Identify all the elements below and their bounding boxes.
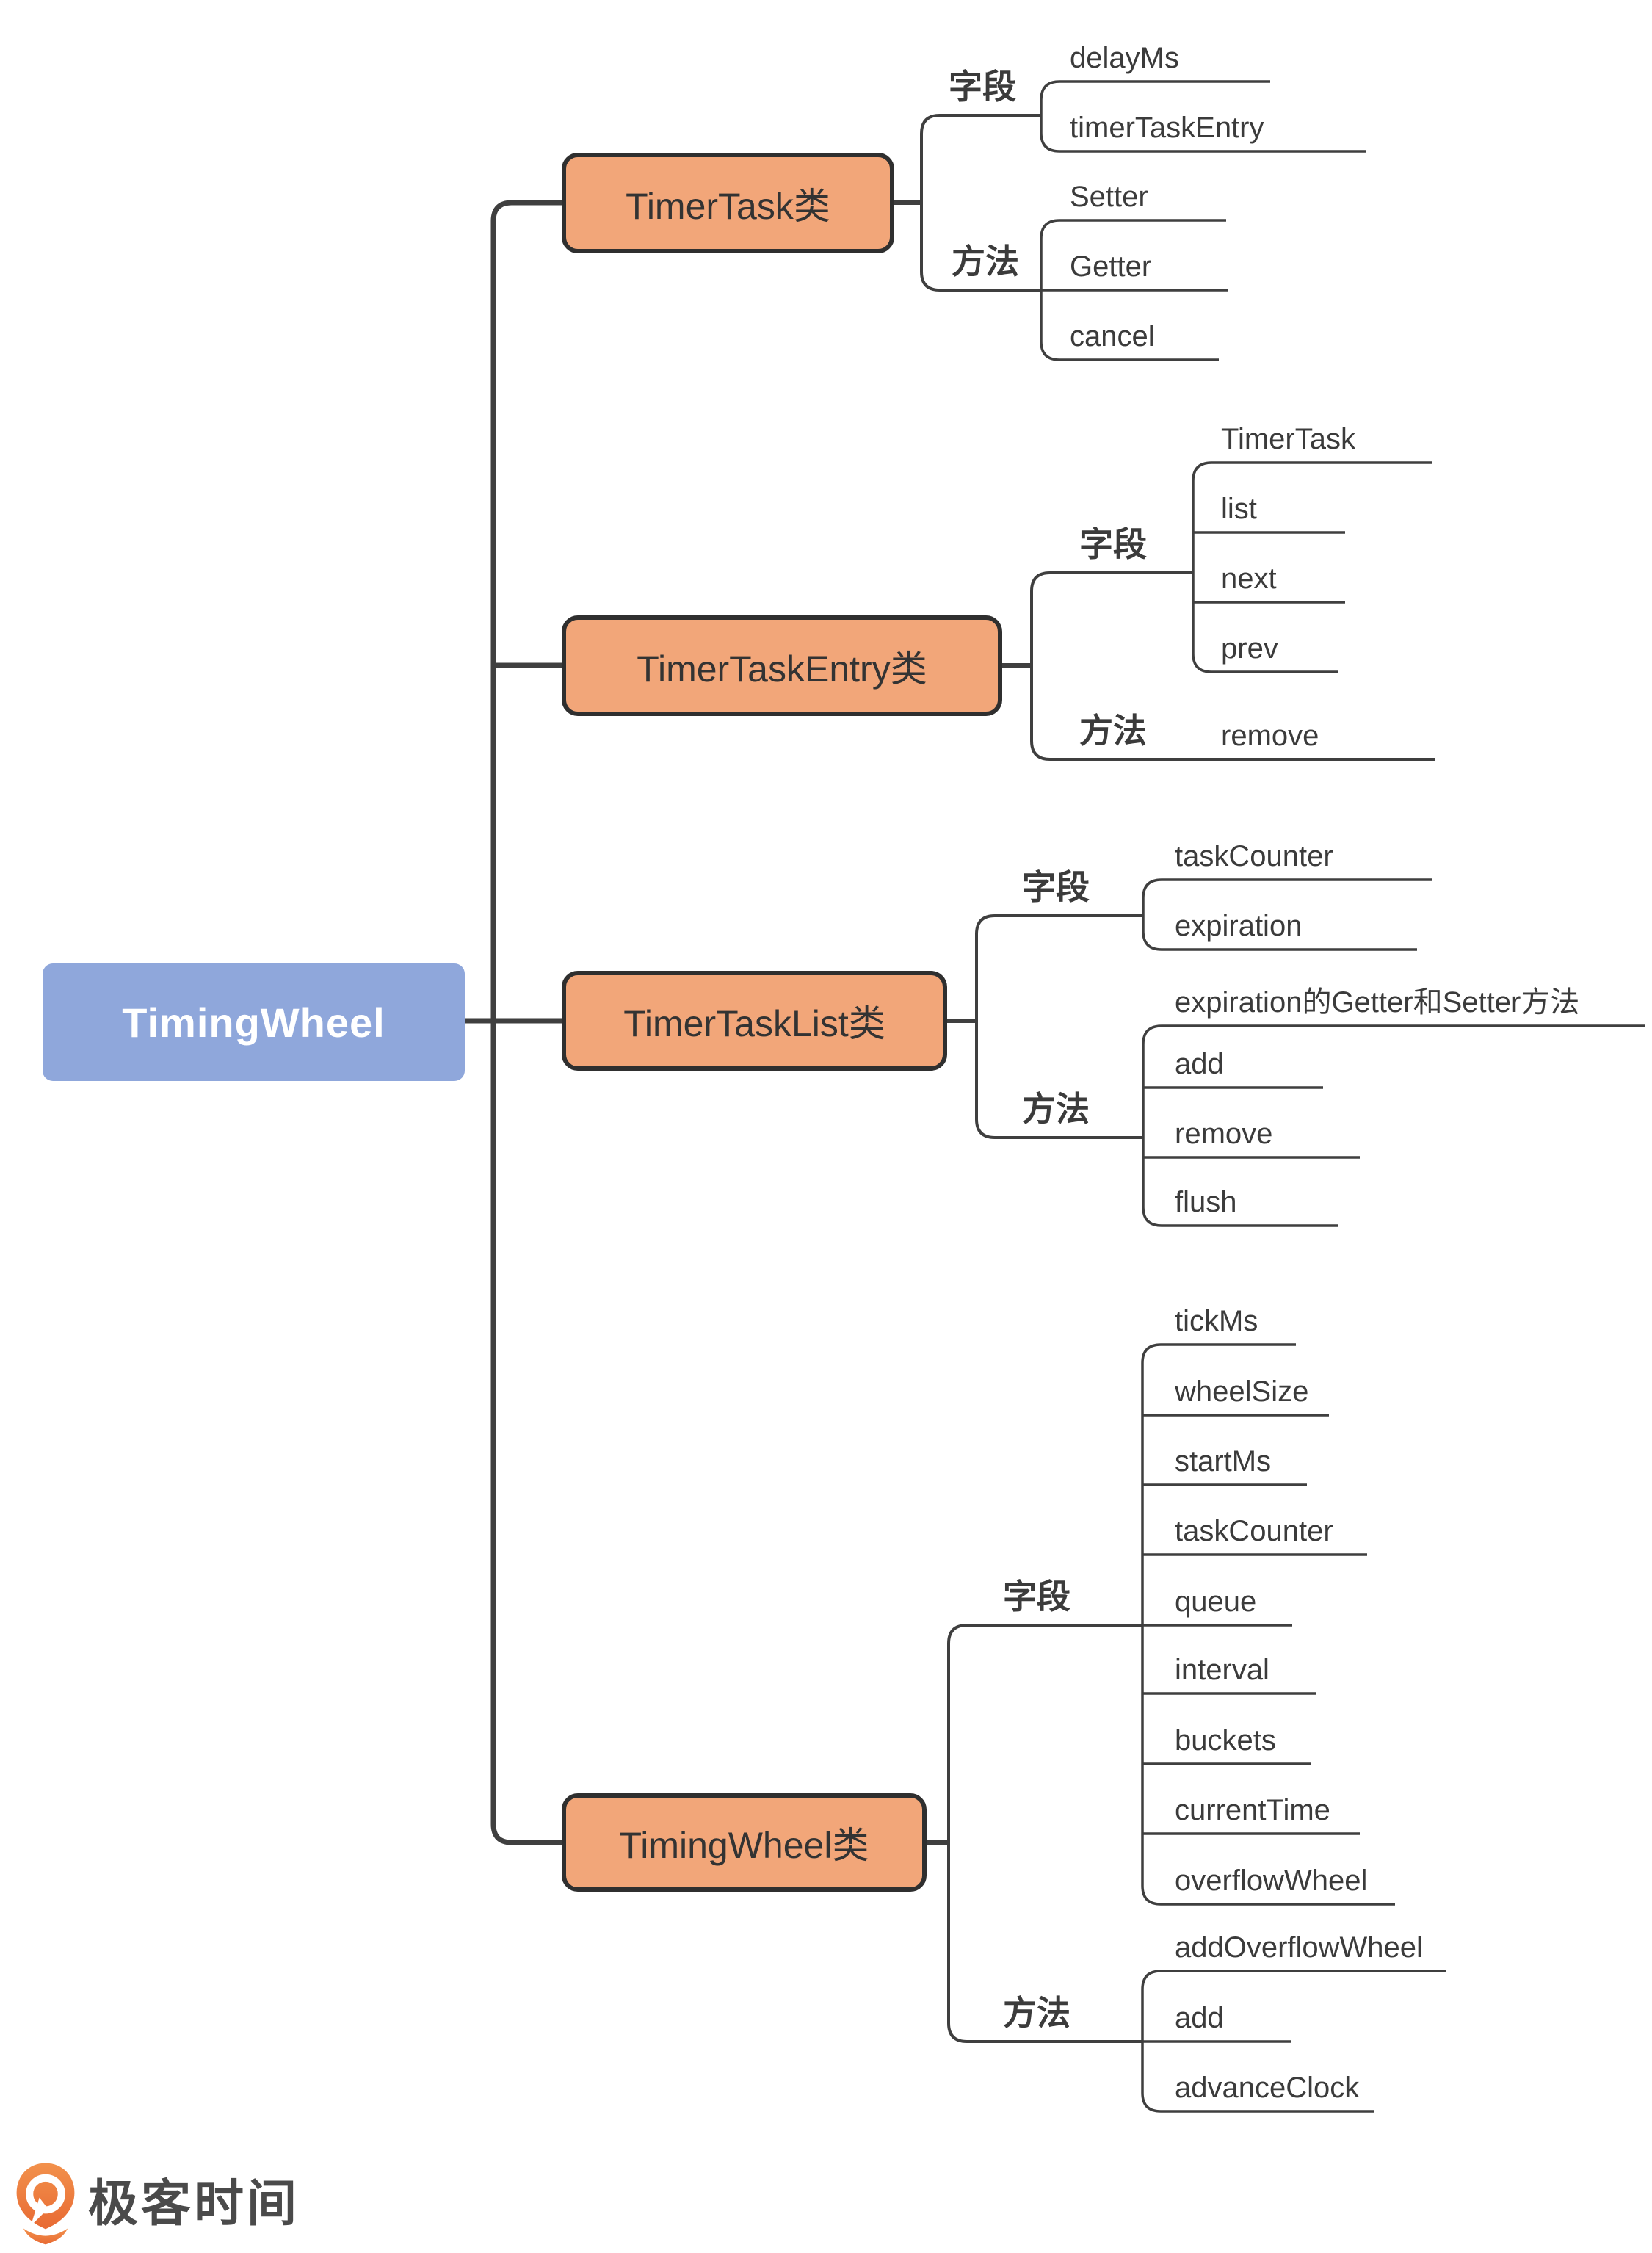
group-label-fields: 字段 xyxy=(1079,525,1147,563)
brand-logo-text: 极客时间 xyxy=(88,2175,300,2232)
branch-node-label: TimerTaskList类 xyxy=(623,1003,885,1044)
leaf-item: startMs xyxy=(1175,1445,1272,1478)
leaf-item: cancel xyxy=(1070,320,1155,352)
group-label-fields: 字段 xyxy=(949,68,1016,106)
leaf-item: remove xyxy=(1175,1118,1273,1150)
leaf-item: prev xyxy=(1221,632,1278,665)
leaf-item: wheelSize xyxy=(1175,1375,1309,1408)
leaf-item: flush xyxy=(1175,1186,1237,1218)
leaf-item: addOverflowWheel xyxy=(1175,1931,1423,1964)
leaf-item: remove xyxy=(1221,720,1319,752)
branch-node-timertaskentry: TimerTaskEntry类 xyxy=(562,615,1002,716)
leaf-item: tickMs xyxy=(1175,1305,1258,1337)
leaf-item: Getter xyxy=(1070,250,1152,283)
root-node: TimingWheel xyxy=(43,963,465,1081)
group-label-methods: 方法 xyxy=(1003,1994,1070,2032)
leaf-item: taskCounter xyxy=(1175,1515,1333,1547)
branch-node-timertasklist: TimerTaskList类 xyxy=(562,971,947,1071)
leaf-item: timerTaskEntry xyxy=(1070,112,1264,144)
group-label-methods: 方法 xyxy=(1022,1090,1090,1128)
group-label-fields: 字段 xyxy=(1022,868,1090,906)
leaf-item: delayMs xyxy=(1070,42,1179,74)
leaf-item: expiration xyxy=(1175,910,1303,942)
leaf-item: currentTime xyxy=(1175,1794,1330,1826)
branch-node-label: TimerTaskEntry类 xyxy=(637,648,927,690)
brand-logo: 极客时间 xyxy=(15,2161,300,2246)
leaf-item: add xyxy=(1175,2002,1224,2034)
group-label-methods: 方法 xyxy=(952,242,1019,281)
branch-node-timingwheel: TimingWheel类 xyxy=(562,1793,927,1892)
leaf-item: buckets xyxy=(1175,1724,1276,1757)
leaf-item: interval xyxy=(1175,1654,1269,1686)
leaf-item: add xyxy=(1175,1048,1224,1080)
leaf-item: taskCounter xyxy=(1175,840,1333,872)
leaf-item: advanceClock xyxy=(1175,2072,1360,2104)
branch-node-label: TimingWheel类 xyxy=(619,1825,869,1866)
geektime-logo-icon xyxy=(16,2163,75,2244)
leaf-item: TimerTask xyxy=(1221,423,1355,455)
leaf-item: next xyxy=(1221,563,1277,595)
leaf-item: queue xyxy=(1175,1585,1257,1618)
branch-node-timertask: TimerTask类 xyxy=(562,153,894,253)
group-label-methods: 方法 xyxy=(1079,712,1147,750)
root-node-label: TimingWheel xyxy=(122,999,385,1046)
leaf-item: Setter xyxy=(1070,181,1148,213)
leaf-item: overflowWheel xyxy=(1175,1865,1368,1897)
leaf-item: expiration的Getter和Setter方法 xyxy=(1175,986,1580,1019)
branch-node-label: TimerTask类 xyxy=(626,185,830,227)
group-label-fields: 字段 xyxy=(1003,1577,1070,1616)
leaf-item: list xyxy=(1221,493,1257,525)
